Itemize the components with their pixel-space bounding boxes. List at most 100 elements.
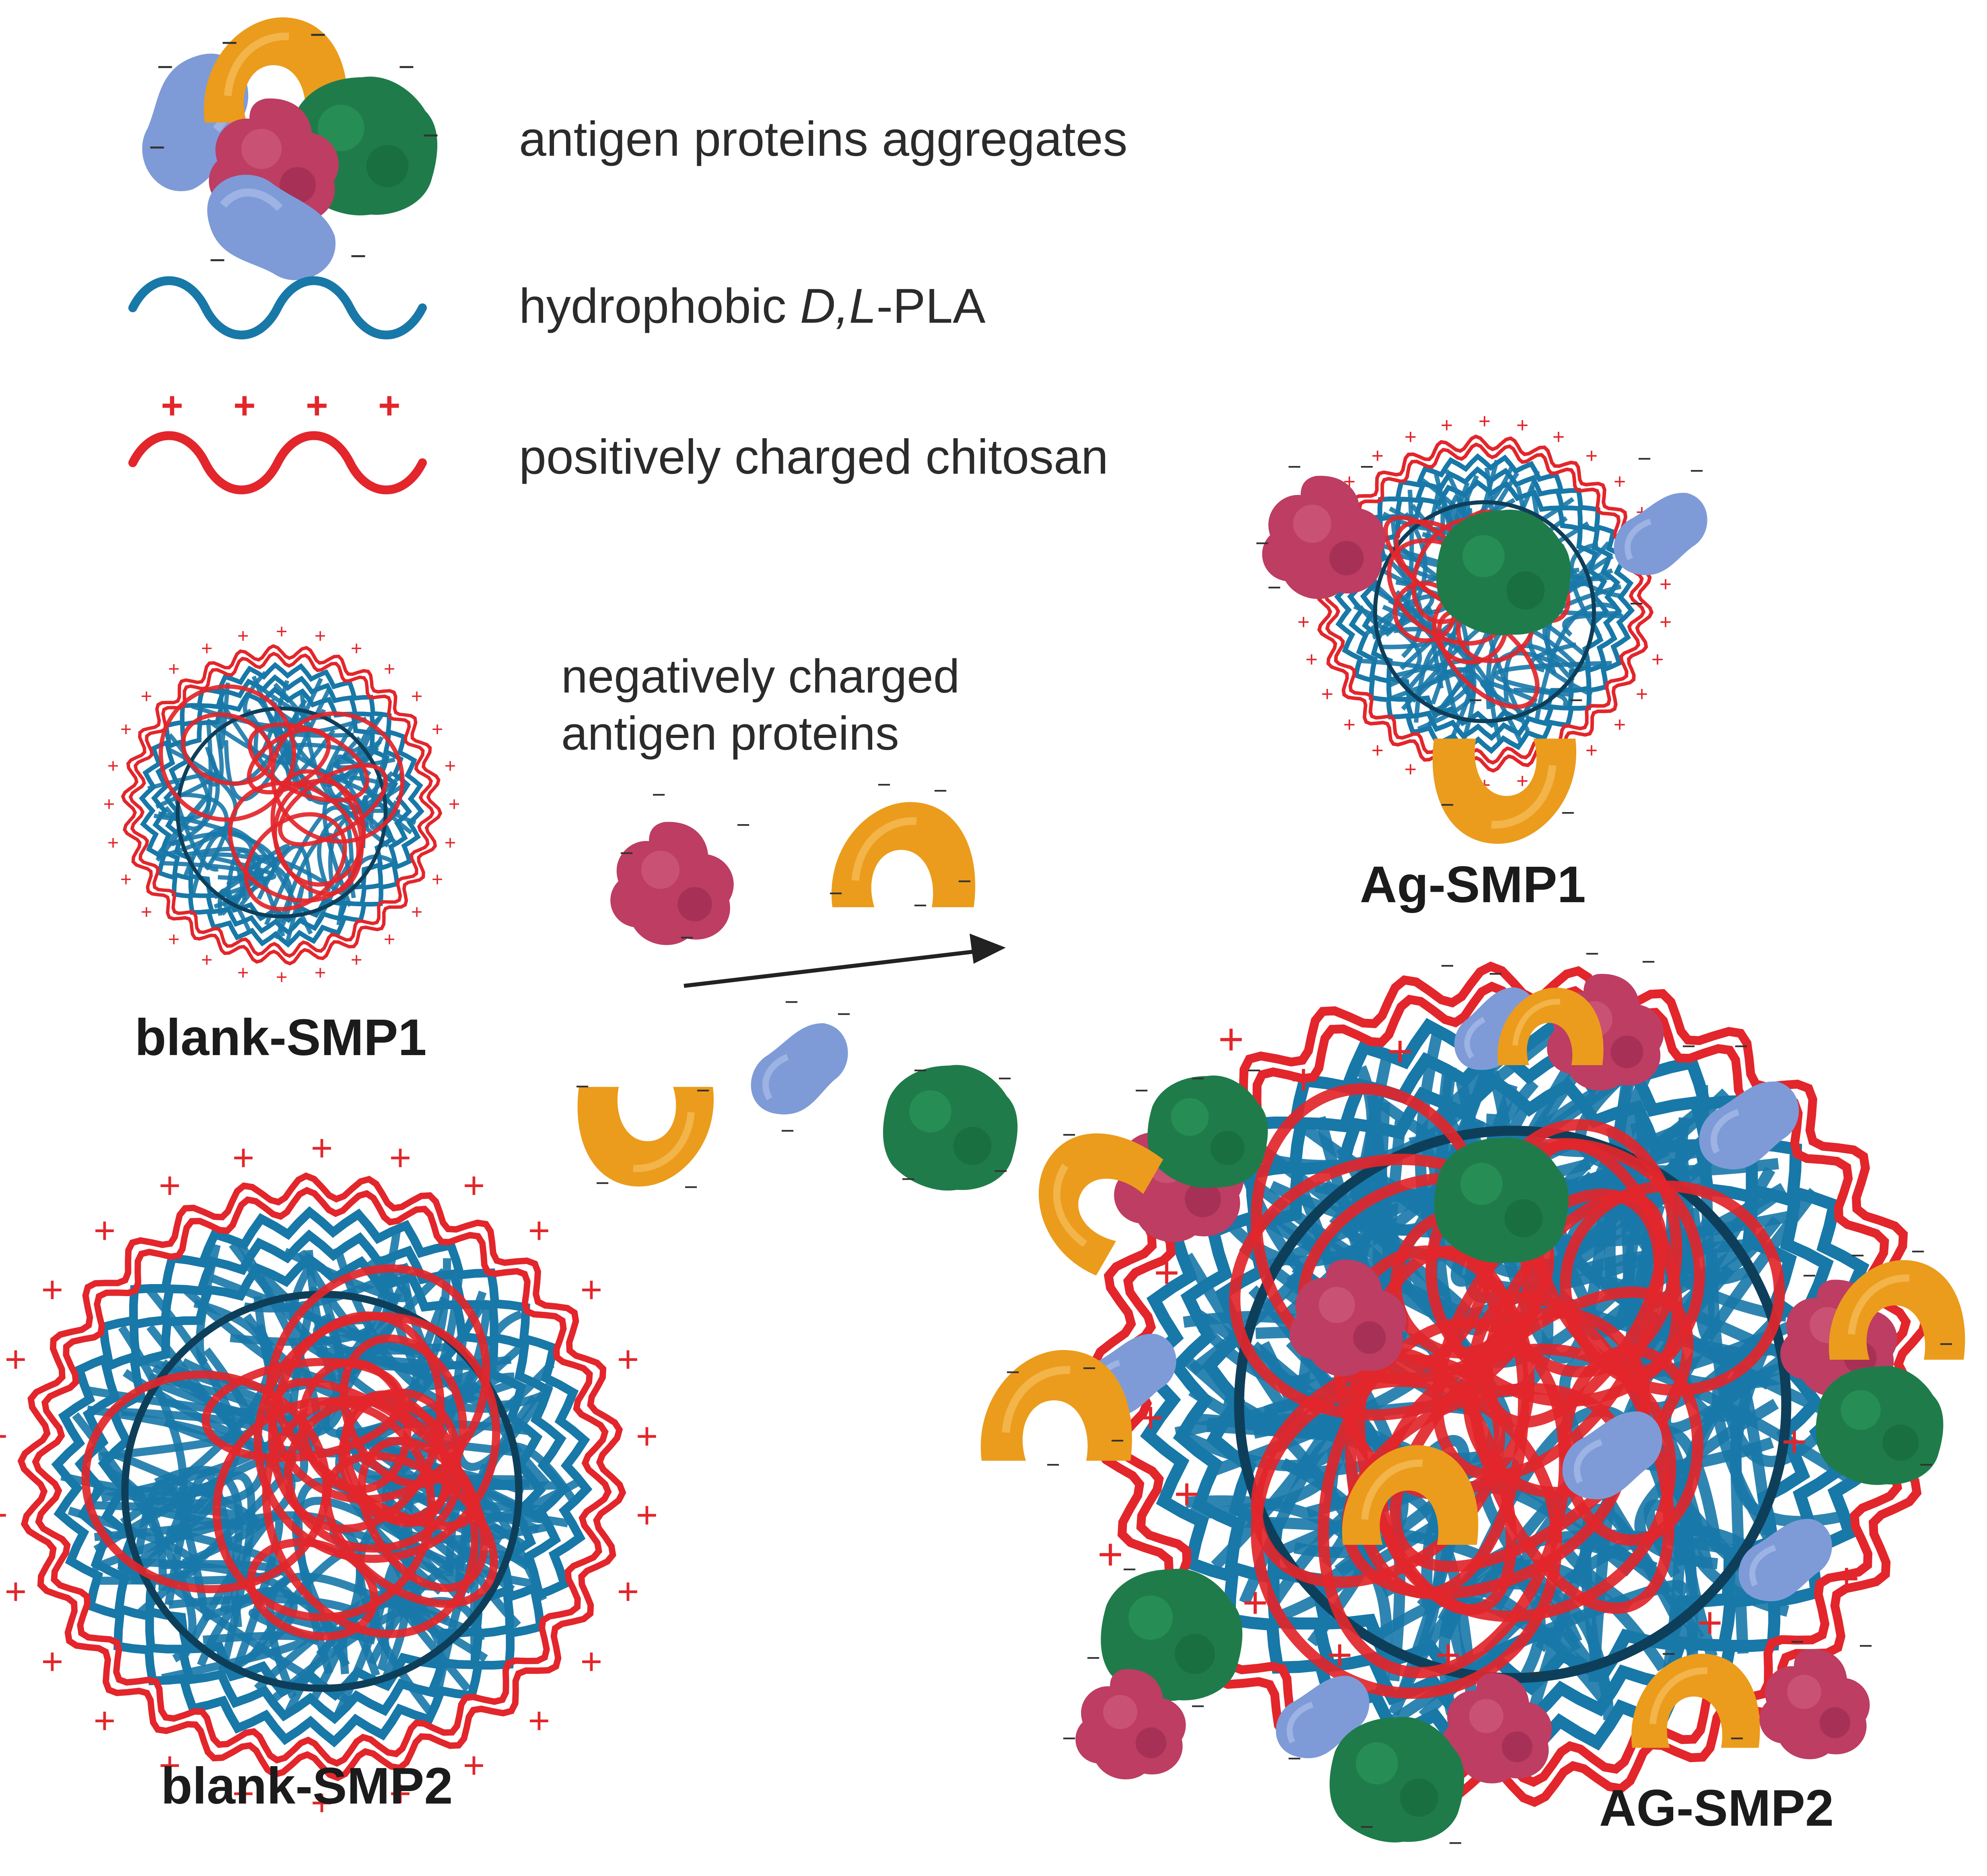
minus-charge: −: [1360, 1813, 1374, 1840]
plus-charge: +: [1097, 1530, 1123, 1579]
minus-charge: −: [1790, 1628, 1804, 1655]
plus-charge: +: [411, 686, 423, 707]
plus-charge: +: [161, 384, 183, 427]
svg-text:−: −: [994, 1157, 1008, 1184]
minus-charge: −: [1569, 686, 1583, 713]
plus-charge: +: [581, 1268, 603, 1311]
blank-smp2-label: blank-SMP2: [161, 1757, 453, 1815]
svg-text:−: −: [901, 1165, 915, 1192]
plus-charge: +: [1321, 682, 1333, 706]
minus-charge: −: [1086, 1644, 1100, 1671]
plus-charge: +: [1834, 1554, 1859, 1603]
plus-charge: +: [168, 658, 180, 680]
plus-charge: +: [141, 686, 152, 707]
svg-text:−: −: [957, 868, 972, 895]
svg-text:−: −: [149, 132, 165, 163]
plus-charge: +: [107, 755, 119, 777]
minus-charge: −: [1191, 1693, 1205, 1719]
plus-charge: +: [1660, 610, 1672, 634]
minus-charge: −: [1191, 1065, 1205, 1092]
plus-charge: +: [1660, 573, 1672, 596]
minus-charge: −: [1911, 1238, 1925, 1265]
minus-charge: −: [1489, 960, 1503, 987]
svg-text:−: −: [829, 880, 843, 907]
plus-charge: +: [237, 962, 249, 984]
plus-charge: +: [384, 658, 395, 680]
plus-charge: +: [201, 638, 213, 660]
minus-charge: −: [1440, 791, 1454, 818]
plus-charge: +: [201, 949, 213, 971]
plus-charge: +: [445, 755, 456, 777]
plus-charge: +: [384, 929, 395, 950]
svg-text:−: −: [575, 1073, 589, 1100]
plus-charge: +: [1327, 1630, 1353, 1680]
plus-charge: +: [581, 1640, 603, 1682]
plus-charge: +: [120, 869, 132, 891]
plus-charge: +: [168, 929, 180, 950]
plus-charge: +: [94, 1699, 116, 1742]
plus-charge: +: [1697, 1598, 1723, 1647]
plus-charge: +: [233, 384, 255, 427]
plus-charge: +: [306, 384, 328, 427]
plus-charge: +: [120, 719, 132, 740]
blank-smp1-particle: ++++++++++++++++++++++++++++: [103, 621, 460, 988]
svg-text:−: −: [913, 892, 927, 919]
plus-charge: +: [389, 1772, 412, 1814]
plus-charge: +: [41, 1640, 64, 1682]
svg-text:−: −: [620, 839, 634, 866]
ag-smp2-particle: −−−−−−−−−−−−−−−−−−−−−−−−−−−−−−−+++++++++…: [981, 940, 1965, 1856]
minus-charge: −: [1851, 1242, 1865, 1269]
minus-charge: −: [1859, 1632, 1873, 1659]
plus-charge: +: [107, 832, 119, 854]
svg-text:−: −: [780, 1117, 795, 1144]
plus-charge: +: [1371, 739, 1384, 762]
plus-charge: +: [411, 901, 423, 923]
plus-charge: +: [617, 1570, 639, 1612]
plus-charge: +: [311, 1781, 333, 1824]
svg-text:−: −: [652, 781, 666, 808]
plus-charge: +: [1371, 444, 1384, 468]
plus-charge: +: [94, 1209, 116, 1251]
legend-pla-label: hydrophobic D,L-PLA: [519, 278, 986, 334]
legend-aggregates-label: antigen proteins aggregates: [519, 111, 1128, 166]
plus-charge: +: [617, 1338, 639, 1380]
minus-charge: −: [1440, 952, 1454, 979]
plus-charge: +: [276, 621, 288, 643]
ag-smp1-particle: ++++++++++++++++++++++++++++++−−−−−−−−−−…: [1255, 410, 1715, 844]
plus-charge: +: [1174, 1469, 1200, 1519]
plus-charge: +: [311, 1127, 333, 1169]
plus-charge: +: [1781, 1417, 1807, 1466]
minus-charge: −: [1662, 1640, 1676, 1667]
plus-charge: +: [1154, 1248, 1180, 1297]
svg-text:−: −: [221, 27, 238, 58]
minus-charge: −: [1110, 1427, 1124, 1454]
legend-pla-italic: D,L: [800, 278, 877, 333]
svg-text:−: −: [837, 1000, 851, 1027]
plus-charge: +: [1305, 648, 1318, 671]
plus-charge: +: [1614, 470, 1626, 493]
plus-charge: +: [1651, 648, 1664, 671]
plus-charge: +: [636, 1415, 658, 1457]
svg-text:−: −: [877, 771, 891, 798]
svg-text:−: −: [157, 51, 173, 82]
plus-charge: +: [1478, 410, 1491, 433]
minus-charge: −: [1802, 1262, 1816, 1289]
minus-charge: −: [1287, 1745, 1301, 1772]
minus-charge: −: [1267, 574, 1281, 601]
plus-charge: +: [463, 1164, 485, 1206]
plus-charge: +: [233, 1772, 255, 1814]
plus-charge: +: [445, 832, 456, 854]
antigen-aggregate-icon: −−− −−− −−: [127, 17, 439, 287]
minus-charge: −: [1468, 686, 1483, 713]
ag-smp1-label: Ag-SMP1: [1360, 856, 1586, 913]
plus-charge: +: [1218, 1014, 1244, 1064]
minus-charge: −: [1122, 1556, 1137, 1583]
plus-charge: +: [1435, 1630, 1461, 1680]
minus-charge: −: [1637, 445, 1651, 472]
plus-charge: +: [528, 1209, 550, 1251]
minus-charge: −: [1062, 1121, 1076, 1148]
minus-charge: −: [1919, 1451, 1933, 1478]
svg-text:−: −: [350, 240, 367, 272]
plus-charge: +: [432, 719, 443, 740]
free-antigen-proteins: −−−− −−−−− −−− −−−− −−−−: [575, 771, 1018, 1200]
